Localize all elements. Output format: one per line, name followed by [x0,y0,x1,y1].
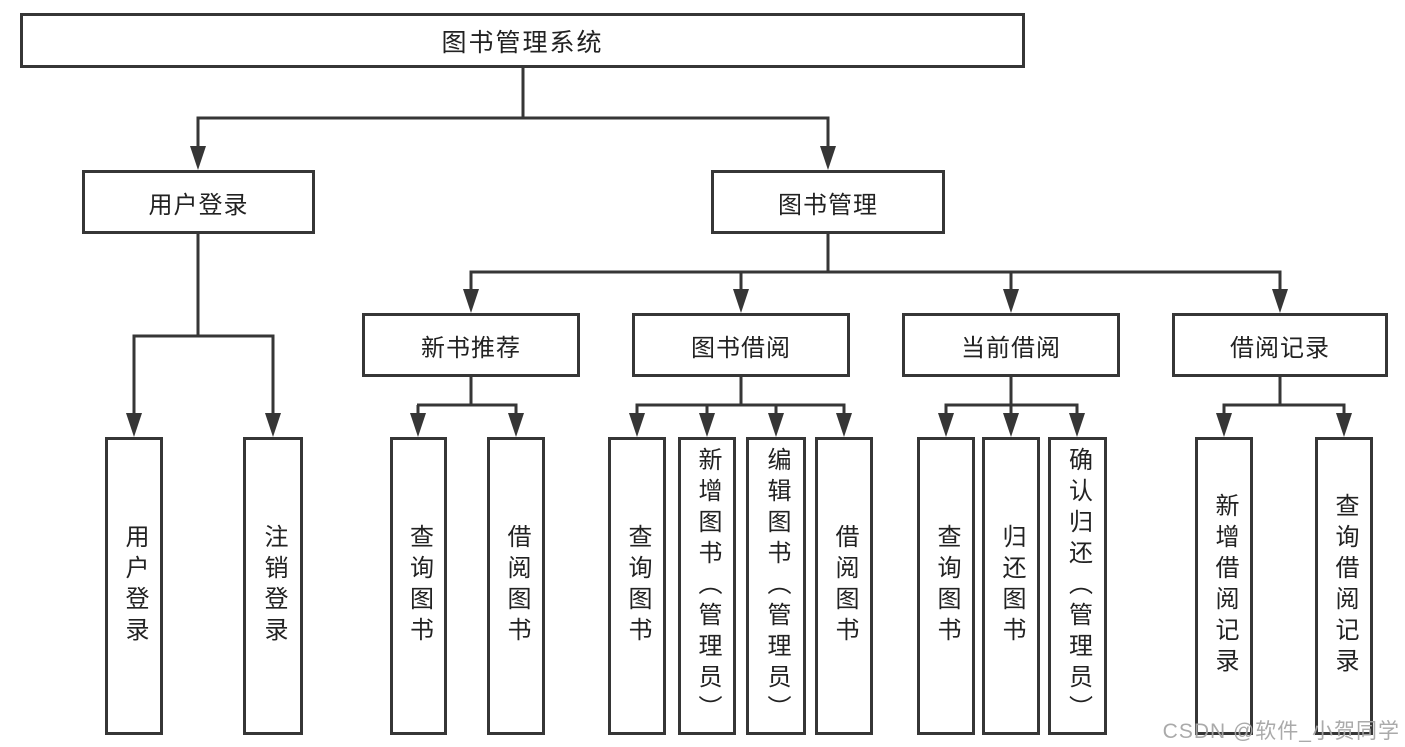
leaf-query-books-recommend: 查询图书 [390,437,447,735]
node-current-borrowing-label: 当前借阅 [961,334,1061,362]
leaf-confirm-return-admin: 确认归还（管理员） [1048,437,1107,735]
leaf-edit-book-admin-label: 编辑图书（管理员） [763,446,790,726]
leaf-query-books-current: 查询图书 [917,437,975,735]
connector-current-borrowing-to-leaves [938,377,1085,437]
leaf-borrow-books-recommend: 借阅图书 [487,437,545,735]
leaf-return-books: 归还图书 [982,437,1040,735]
node-book-management: 图书管理 [711,170,945,234]
leaf-confirm-return-admin-label: 确认归还（管理员） [1064,446,1092,726]
leaf-borrow-books-borrowing-label: 借阅图书 [831,524,858,648]
leaf-add-borrow-record-label: 新增借阅记录 [1211,493,1238,679]
leaf-edit-book-admin: 编辑图书（管理员） [746,437,806,735]
node-book-borrowing-label: 图书借阅 [691,334,791,362]
leaf-return-books-label: 归还图书 [998,524,1025,648]
leaf-query-books-current-label: 查询图书 [933,524,960,648]
connector-new-book-to-leaves [410,377,524,437]
leaf-user-login: 用户登录 [105,437,163,735]
node-borrowing-records: 借阅记录 [1172,313,1388,377]
node-book-borrowing: 图书借阅 [632,313,850,377]
leaf-query-books-borrowing: 查询图书 [608,437,666,735]
node-borrowing-records-label: 借阅记录 [1230,334,1330,362]
node-library-system-label: 图书管理系统 [441,28,604,57]
leaf-add-book-admin-label: 新增图书（管理员） [694,446,721,726]
node-book-management-label: 图书管理 [778,191,878,219]
leaf-borrow-books-recommend-label: 借阅图书 [503,524,530,648]
watermark: CSDN @软件_小贺同学 [1162,720,1400,743]
leaf-query-borrow-record-label: 查询借阅记录 [1331,493,1358,679]
leaf-query-borrow-record: 查询借阅记录 [1315,437,1373,735]
node-new-book-recommend-label: 新书推荐 [421,334,521,362]
leaf-query-books-recommend-label: 查询图书 [405,524,433,648]
connector-root-to-level2 [190,68,836,170]
connector-book-management-to-level3 [463,234,1288,313]
connector-user-login-to-leaves [126,234,281,437]
leaf-logout: 注销登录 [243,437,303,735]
connector-borrowing-records-to-leaves [1216,377,1352,437]
leaf-add-borrow-record: 新增借阅记录 [1195,437,1253,735]
node-user-login: 用户登录 [82,170,315,234]
node-new-book-recommend: 新书推荐 [362,313,580,377]
leaf-user-login-label: 用户登录 [121,524,148,648]
leaf-add-book-admin: 新增图书（管理员） [678,437,736,735]
connector-book-borrowing-to-leaves [629,377,852,437]
leaf-logout-label: 注销登录 [260,524,287,648]
node-current-borrowing: 当前借阅 [902,313,1120,377]
node-library-system: 图书管理系统 [20,13,1025,68]
node-user-login-label: 用户登录 [148,191,249,219]
leaf-query-books-borrowing-label: 查询图书 [624,524,651,648]
leaf-borrow-books-borrowing: 借阅图书 [815,437,873,735]
